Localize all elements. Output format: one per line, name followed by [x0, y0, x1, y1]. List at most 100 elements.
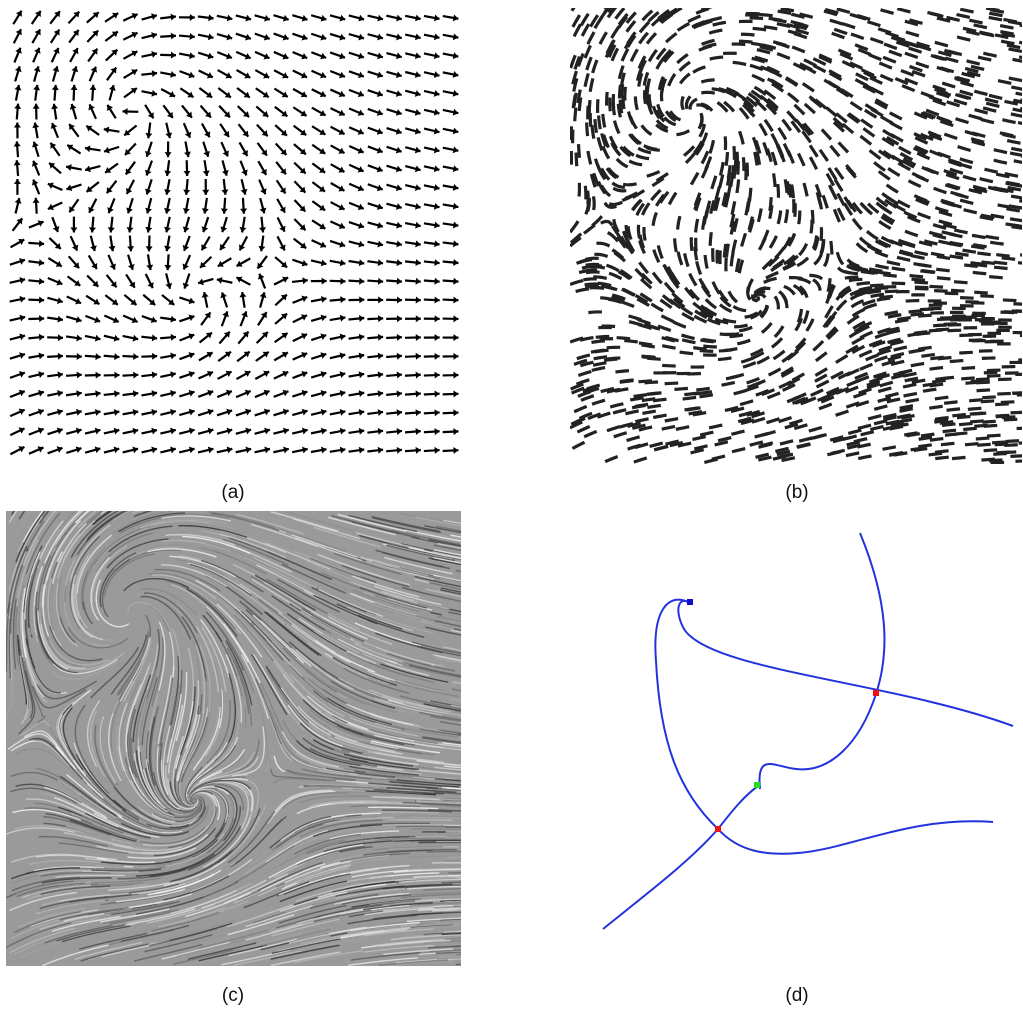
streamline-dash: [757, 455, 772, 462]
lic-streak: [92, 789, 152, 829]
arrow-glyph: [259, 292, 267, 308]
lic-streak: [186, 744, 237, 795]
arrow-glyph: [442, 240, 459, 248]
lic-streak: [135, 859, 204, 877]
arrow-glyph: [240, 178, 248, 195]
arrow-glyph: [160, 446, 177, 454]
streamline-dash: [730, 201, 737, 216]
lic-streak: [168, 918, 237, 940]
lic-streak: [37, 610, 69, 670]
streamline-dash: [729, 333, 744, 339]
streamline-dash: [869, 283, 884, 288]
streamline-dash: [963, 208, 978, 215]
streamline-dash: [928, 451, 943, 457]
streamline-dash: [571, 440, 586, 450]
lic-streak: [326, 697, 392, 726]
streamline-dash: [839, 288, 852, 299]
lic-streak: [156, 746, 180, 810]
streamline-dash: [946, 100, 961, 108]
lic-streak: [357, 614, 425, 638]
streamline-dash: [765, 99, 778, 112]
arrow-glyph: [70, 84, 78, 101]
streamline-dash: [1009, 217, 1022, 223]
lic-streak: [144, 934, 213, 953]
arrow-glyph: [141, 352, 158, 360]
arrow-glyph: [144, 104, 155, 119]
arrow-glyph: [329, 69, 346, 79]
arrow-glyph: [423, 221, 440, 229]
streamline-dash: [657, 324, 672, 333]
lic-streak: [26, 864, 97, 871]
arrow-glyph: [47, 408, 64, 417]
streamline-dash: [878, 345, 893, 353]
lic-streak: [421, 753, 461, 760]
streamline-dash: [962, 174, 977, 182]
arrow-glyph: [292, 106, 308, 117]
lic-streak: [409, 664, 461, 678]
saddle-point-lower: [715, 826, 721, 832]
streamline-dash: [928, 404, 943, 410]
arrow-glyph: [86, 11, 100, 24]
streamline-dash: [959, 198, 974, 205]
arrow-glyph: [348, 371, 365, 379]
lic-streak: [286, 613, 347, 652]
streamline-dash: [777, 126, 788, 141]
lic-streak: [181, 584, 236, 630]
streamline-dash: [901, 159, 915, 169]
lic-streak: [335, 887, 406, 900]
streamline-dash: [704, 204, 711, 219]
arrow-glyph: [160, 71, 177, 78]
lic-streak: [337, 513, 407, 532]
arrow-glyph: [367, 89, 384, 97]
lic-streak: [284, 860, 352, 884]
lic-streak: [75, 562, 88, 629]
arrow-glyph: [367, 221, 384, 229]
streamline-dash: [619, 269, 633, 280]
lic-streak: [260, 682, 293, 746]
streamline-dash: [962, 248, 977, 254]
lic-streak: [9, 927, 76, 954]
arrow-glyph: [69, 235, 79, 252]
streamline-dash: [937, 50, 952, 58]
arrow-glyph: [86, 274, 100, 288]
streamline-dash: [1000, 39, 1015, 46]
lic-streak: [27, 559, 41, 628]
streamline-dash: [745, 384, 760, 392]
arrow-glyph: [442, 52, 459, 60]
lic-streak: [211, 707, 241, 769]
arrow-glyph: [47, 334, 64, 342]
arrow-glyph: [219, 236, 230, 251]
lic-streak: [306, 667, 367, 705]
arrow-glyph: [329, 314, 346, 322]
arrow-glyph: [47, 446, 63, 455]
streamline-dash: [816, 195, 824, 210]
lic-streak: [437, 542, 461, 549]
arrow-glyph: [404, 428, 421, 436]
streamline-dash: [936, 276, 951, 281]
streamline-dash: [708, 423, 723, 430]
arrow-glyph: [423, 14, 440, 22]
lic-streak: [90, 646, 140, 699]
arrow-glyph: [423, 89, 440, 97]
streamline-dash: [750, 347, 764, 357]
lic-streak: [383, 948, 454, 956]
lic-streak: [29, 565, 40, 635]
arrow-glyph: [274, 332, 289, 344]
arrow-glyph: [202, 179, 210, 195]
streamline-dash: [935, 91, 950, 99]
arrow-glyph: [292, 352, 308, 361]
lic-streak: [265, 666, 309, 723]
arrow-glyph: [84, 371, 101, 379]
streamline-dash: [633, 393, 648, 399]
streamline-dash: [684, 95, 692, 110]
arrow-glyph: [330, 201, 346, 211]
lic-streak: [201, 626, 227, 693]
lic-streak: [440, 587, 461, 593]
streamline-dash: [940, 441, 955, 447]
streamline-dash: [922, 382, 937, 388]
arrow-glyph: [122, 446, 139, 454]
arrow-glyph: [386, 183, 402, 192]
streamline-dash: [897, 199, 911, 209]
streamline-dash: [680, 305, 694, 316]
streamline-dash: [765, 270, 779, 280]
